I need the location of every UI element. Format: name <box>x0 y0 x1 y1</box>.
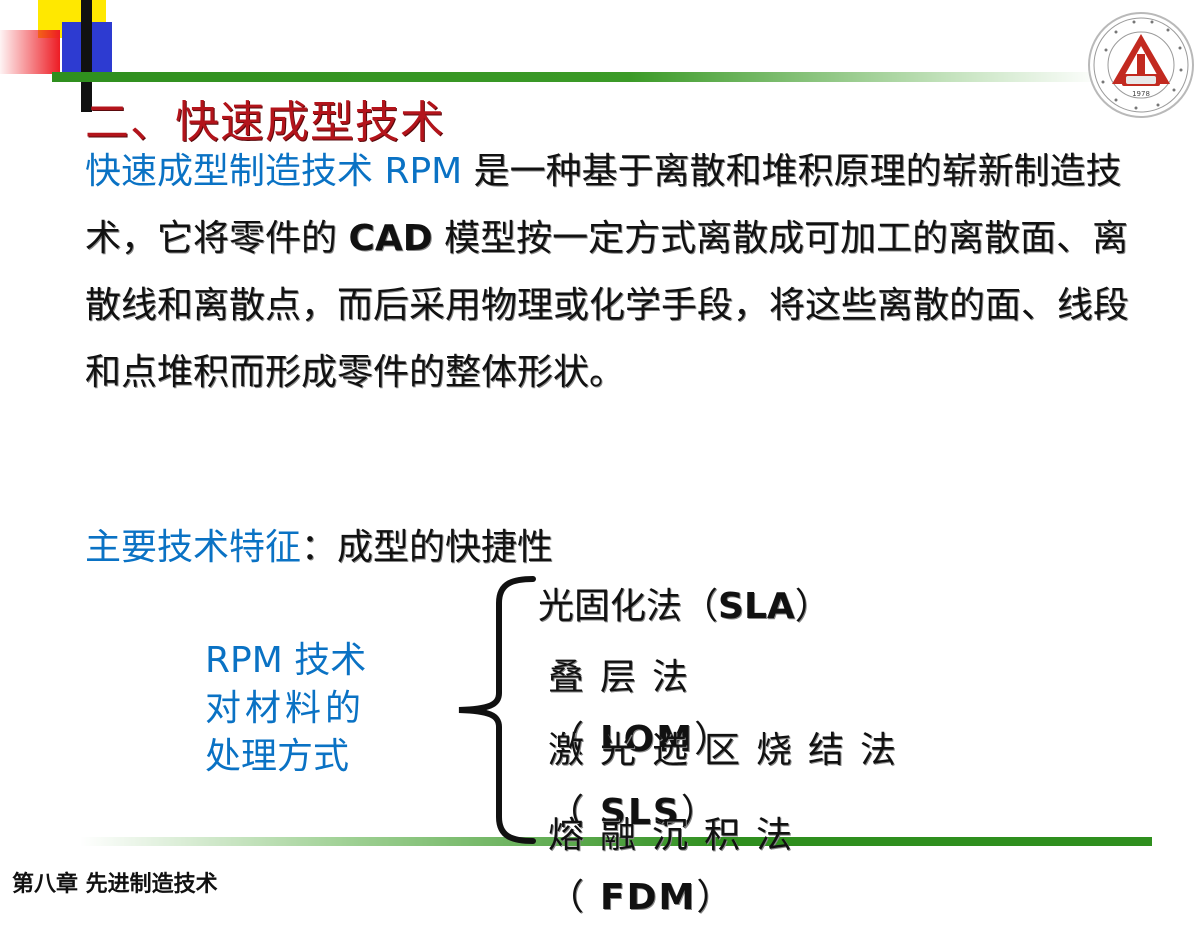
rpm-label-line1: RPM 技术 <box>205 640 367 681</box>
slide-title: 二、快速成型技术 <box>85 97 445 148</box>
intro-text-part2: 模型按一定方式离散成可加工的离散面、离散线和离散点，而后采用物理或化学手段，将这… <box>85 218 1130 393</box>
method-sla-code: SLA <box>718 586 795 627</box>
intro-rpm-term: 快速成型制造技术 RPM <box>85 151 463 192</box>
feature-label: 主要技术特征 <box>85 527 302 568</box>
method-sls-name: 激光选区烧结法（ <box>548 730 913 833</box>
intro-cad-term: CAD <box>348 218 433 259</box>
method-sls-code: SLS <box>600 792 681 833</box>
feature-value: ：成型的快捷性 <box>301 527 554 568</box>
decor-vertical-bar <box>81 0 92 112</box>
method-lom: 叠层法（LOM） <box>548 647 878 771</box>
method-sls: 激光选区烧结法（SLS） <box>548 720 1028 844</box>
intro-paragraph: 快速成型制造技术 RPM 是一种基于离散和堆积原理的崭新制造技术，它将零件的 C… <box>85 138 1130 406</box>
method-sla-close: ） <box>794 586 831 627</box>
curly-brace-icon <box>458 576 536 844</box>
intro-text-part1: 是一种基于离散和堆积原理的崭新制造技术，它将零件的 <box>85 151 1122 259</box>
rpm-processing-label: RPM 技术 对材料的 处理方式 <box>205 637 405 781</box>
decor-red-block <box>0 30 60 74</box>
rpm-label-line3: 处理方式 <box>205 736 350 777</box>
chapter-footer: 第八章 先进制造技术 <box>12 872 218 897</box>
method-sla-name: 光固化法（ <box>538 586 719 627</box>
method-sls-close: ） <box>680 792 733 833</box>
footer-divider-line <box>80 837 1152 846</box>
method-lom-close: ） <box>694 719 747 760</box>
header-divider-line <box>52 72 1102 82</box>
method-lom-code: LOM <box>600 719 695 760</box>
university-seal-icon: 1978 <box>1088 12 1194 118</box>
method-fdm-close: ） <box>696 877 749 918</box>
method-sla: 光固化法（SLA） <box>538 577 831 629</box>
rpm-label-line2: 对材料的 <box>205 688 366 729</box>
seal-year: 1978 <box>1132 90 1150 98</box>
main-feature-line: 主要技术特征：成型的快捷性 <box>85 518 553 570</box>
method-fdm: 熔融沉积法（FDM） <box>548 805 948 929</box>
method-lom-name: 叠层法（ <box>548 657 705 760</box>
method-fdm-code: FDM <box>600 877 697 918</box>
